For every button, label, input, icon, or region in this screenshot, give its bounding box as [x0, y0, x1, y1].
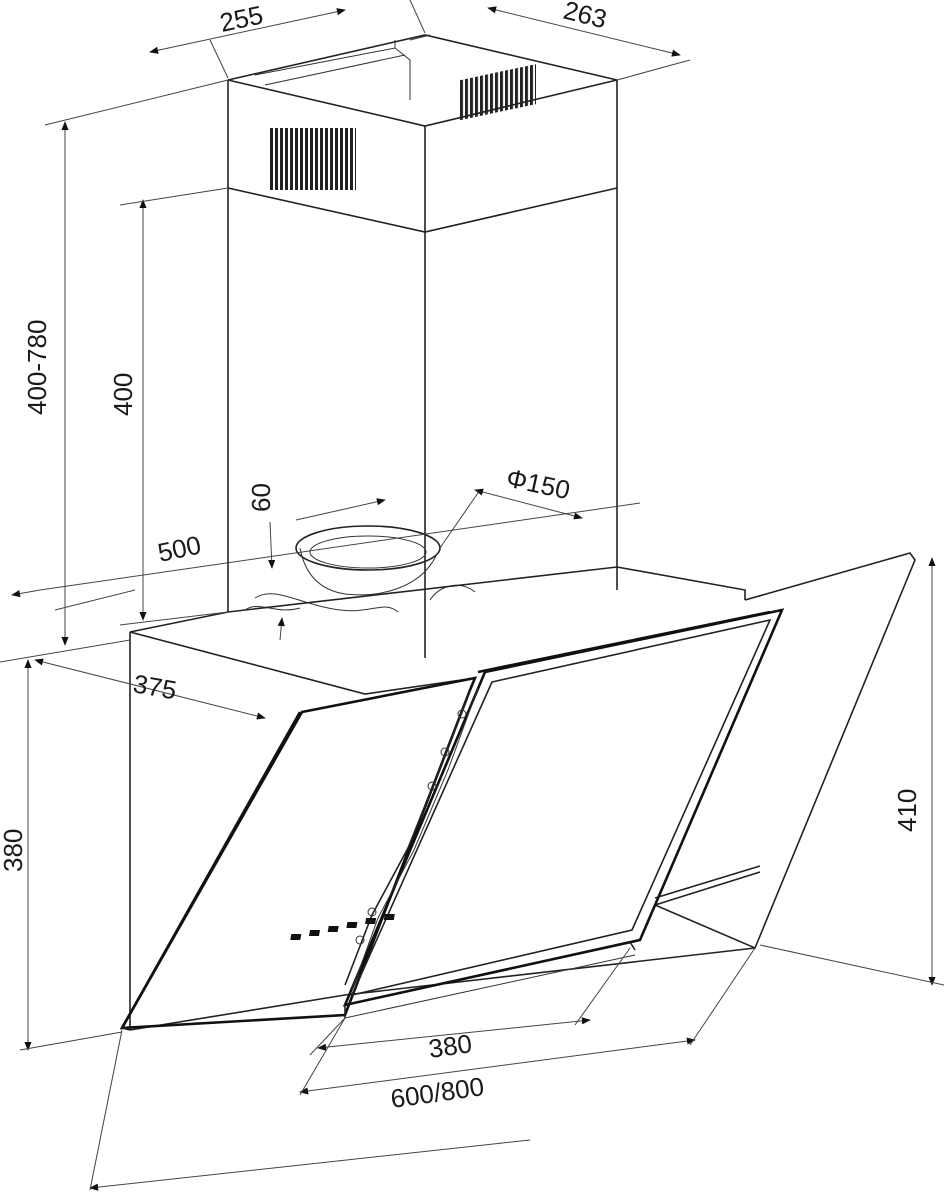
- dim-top-depth: 263: [561, 0, 610, 34]
- chimney: [227, 34, 618, 658]
- dim-chimney-total-height: 400-780: [22, 320, 52, 415]
- dim-outlet-diameter: Φ150: [504, 463, 573, 506]
- dimension-labels: 255 263 400-780 400 60 Φ150 500 375 380 …: [0, 0, 922, 1114]
- dim-right-height: 410: [892, 789, 922, 832]
- dim-glass-width: 380: [427, 1028, 474, 1064]
- outlet-area: [244, 525, 476, 613]
- control-button[interactable]: [383, 914, 395, 920]
- control-button[interactable]: [308, 930, 321, 936]
- vent-grille-right: [460, 64, 536, 121]
- dim-chimney-lower-height: 400: [108, 373, 138, 416]
- control-button[interactable]: [365, 918, 377, 924]
- dim-glass-depth: 375: [131, 668, 179, 705]
- control-panel: [290, 914, 395, 940]
- hood-body: [129, 552, 916, 1031]
- dim-outlet-offset: 60: [246, 483, 276, 512]
- dim-total-width: 600/800: [389, 1071, 486, 1114]
- control-button[interactable]: [346, 922, 358, 928]
- control-button[interactable]: [327, 926, 339, 932]
- glass-panel: [119, 608, 785, 1031]
- dim-glass-height: 380: [0, 829, 28, 872]
- dim-hood-depth: 500: [155, 530, 204, 568]
- control-button[interactable]: [290, 934, 302, 940]
- dim-top-width: 255: [217, 0, 266, 38]
- vent-grille-left: [268, 128, 356, 190]
